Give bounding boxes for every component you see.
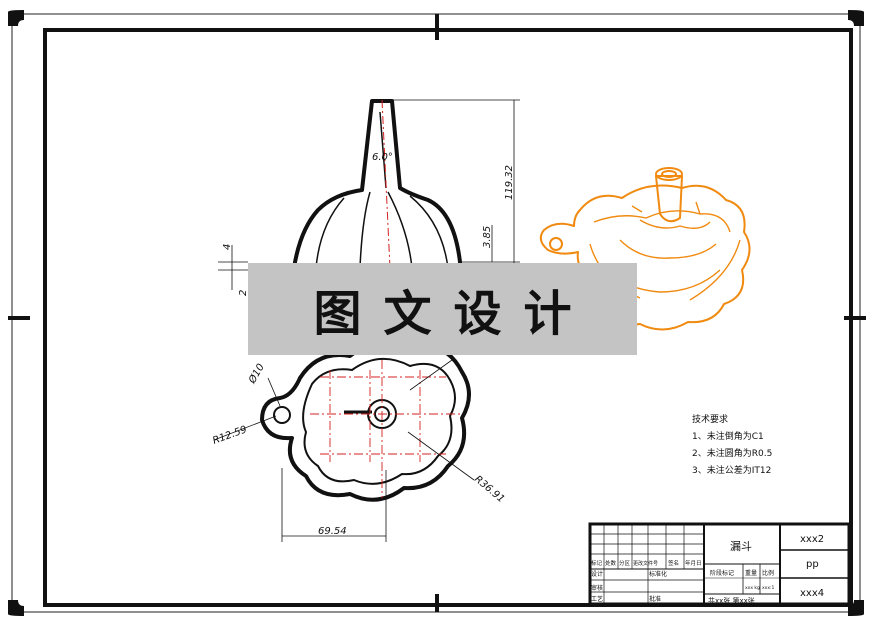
tb-header-3: 更改文件号	[633, 560, 658, 567]
outer-profile	[260, 340, 471, 502]
tb-header-5: 年月日	[685, 559, 702, 567]
tb-header-2: 分区	[619, 559, 631, 567]
notes-title: 技术要求	[692, 415, 729, 425]
inner-profile	[302, 357, 456, 485]
note-item: 3、未注公差为IT12	[692, 466, 772, 476]
front-dimensions	[218, 99, 520, 290]
title-block	[588, 522, 851, 606]
corner-marks	[8, 10, 864, 616]
axis-line	[381, 99, 391, 269]
dim-left-top: 4	[222, 244, 233, 250]
dim-radius-large: R36.91	[472, 474, 506, 505]
spout-inner	[379, 111, 387, 189]
banner-text: 图文设计	[313, 286, 594, 342]
tb-std: 标准化	[649, 570, 667, 578]
dim-radius-small: R12.59	[211, 424, 248, 447]
tb-scale-val: xxx:1	[762, 585, 775, 591]
small-hole	[273, 406, 291, 424]
technical-requirements: 技术要求 1、未注倒角为C1 2、未注圆角为R0.5 3、未注公差为IT12	[692, 412, 772, 480]
dim-angle: 6.0°	[372, 152, 393, 163]
dim-height: 119.32	[504, 165, 515, 200]
tb-header-1: 处数	[605, 559, 617, 567]
tb-sheets: 共xx张 第xx张	[708, 596, 755, 605]
isometric-render	[539, 167, 751, 331]
tb-stage: 阶段标记	[710, 569, 734, 577]
title-banner: 图文设计	[248, 263, 637, 355]
dim-left-bottom: 2	[238, 290, 249, 296]
tb-weight: 重量	[745, 569, 757, 577]
dim-width: 69.54	[318, 526, 347, 537]
top-view	[260, 340, 471, 502]
tb-code2: pp	[806, 559, 819, 570]
tb-part-name: 漏斗	[730, 540, 752, 553]
tb-header-4: 签名	[668, 559, 679, 567]
front-view	[292, 99, 462, 270]
tb-design: 设计	[591, 570, 603, 578]
dim-small-v: 3.85	[482, 226, 493, 248]
tb-code1: xxx2	[800, 534, 824, 545]
drawing-frame	[43, 28, 853, 607]
dim-hole: Ø10	[246, 362, 267, 387]
tb-review: 审核	[591, 584, 603, 592]
top-dimensions	[213, 359, 475, 542]
tb-header-0: 标记	[591, 559, 603, 567]
funnel-ribs	[315, 191, 449, 269]
tb-approve: 批准	[649, 595, 661, 603]
note-item: 1、未注倒角为C1	[692, 432, 764, 442]
centering-marks	[8, 14, 866, 612]
tb-weight-val: xxx kg	[745, 585, 760, 591]
tb-scale: 比例	[762, 569, 774, 577]
center-lines	[310, 360, 460, 498]
tb-process: 工艺	[591, 595, 603, 603]
tb-code3: xxx4	[800, 588, 824, 599]
note-item: 2、未注圆角为R0.5	[692, 449, 773, 459]
funnel-outline	[292, 99, 462, 270]
